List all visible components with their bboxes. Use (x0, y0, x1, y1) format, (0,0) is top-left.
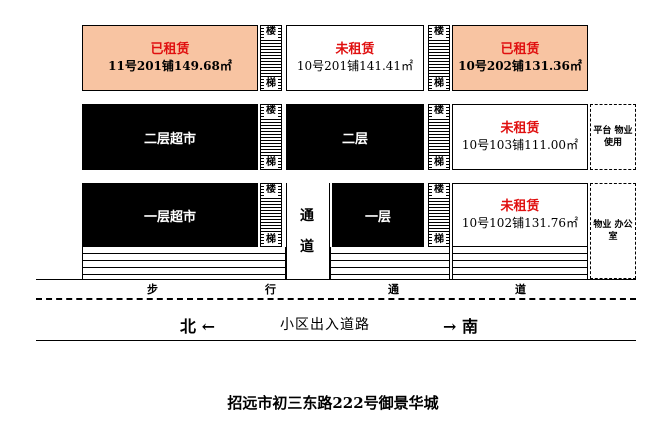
unit-label: 10号202铺131.36㎡ (458, 59, 582, 73)
unit-10-201[interactable]: 未租赁 10号201铺141.41㎡ (286, 25, 424, 91)
first-floor-supermarket[interactable]: 一层超市 (82, 183, 258, 247)
unit-11-201[interactable]: 已租赁 11号201铺149.68㎡ (82, 25, 258, 91)
second-floor-supermarket[interactable]: 二层超市 (82, 104, 258, 170)
platform-property-note: 平台 物业使用 (590, 104, 636, 170)
unit-label: 10号103铺111.00㎡ (461, 138, 579, 152)
north-direction: 北 ← (180, 317, 215, 336)
first-floor-block[interactable]: 一层 (332, 183, 424, 247)
unit-status: 未租赁 (500, 121, 540, 136)
unit-status: 未租赁 (500, 199, 540, 214)
entrance-steps (82, 247, 286, 279)
second-floor-block[interactable]: 二层 (286, 104, 424, 170)
stair-label-top: 楼 (432, 184, 446, 196)
road-edge-line (36, 340, 636, 341)
walkway-char: 通 (388, 283, 399, 296)
entrance-steps (452, 247, 588, 279)
unit-10-102[interactable]: 未租赁 10号102铺131.76㎡ (452, 183, 588, 247)
road-name: 小区出入道路 (280, 317, 370, 333)
stair-label-bottom: 梯 (264, 234, 278, 246)
passage-char: 道 (300, 239, 314, 255)
unit-label: 10号201铺141.41㎡ (296, 59, 414, 73)
unit-status: 未租赁 (335, 42, 375, 57)
stair-label-bottom: 梯 (432, 234, 446, 246)
unit-label: 11号201铺149.68㎡ (108, 59, 232, 73)
unit-10-103[interactable]: 未租赁 10号103铺111.00㎡ (452, 104, 588, 170)
south-direction: → 南 (443, 317, 478, 336)
stairs (428, 25, 450, 91)
unit-status: 已租赁 (500, 42, 540, 57)
stair-label-bottom: 梯 (264, 78, 278, 90)
walkway-char: 行 (265, 283, 276, 296)
unit-10-202[interactable]: 已租赁 10号202铺131.36㎡ (452, 25, 588, 91)
stairs (260, 183, 282, 247)
property-office-note: 物业 办公室 (590, 183, 636, 279)
walkway-char: 步 (147, 283, 158, 296)
stairs (428, 104, 450, 170)
walkway-char: 道 (515, 283, 526, 296)
entrance-steps (330, 247, 450, 279)
stairs (428, 183, 450, 247)
unit-status: 已租赁 (150, 42, 190, 57)
stair-label-top: 楼 (264, 184, 278, 196)
stair-label-bottom: 梯 (432, 157, 446, 169)
stair-label-bottom: 梯 (264, 157, 278, 169)
stairs (260, 25, 282, 91)
unit-label: 10号102铺131.76㎡ (461, 216, 579, 230)
walkway-line (36, 279, 636, 280)
stair-label-top: 楼 (432, 105, 446, 117)
passage-char: 通 (300, 208, 314, 224)
road-divider (36, 298, 636, 300)
stair-label-top: 楼 (264, 105, 278, 117)
stair-label-top: 楼 (432, 26, 446, 38)
stair-label-bottom: 梯 (432, 78, 446, 90)
stair-label-top: 楼 (264, 26, 278, 38)
page-title: 招远市初三东路222号御景华城 (227, 394, 439, 412)
passage (286, 183, 330, 279)
stairs (260, 104, 282, 170)
